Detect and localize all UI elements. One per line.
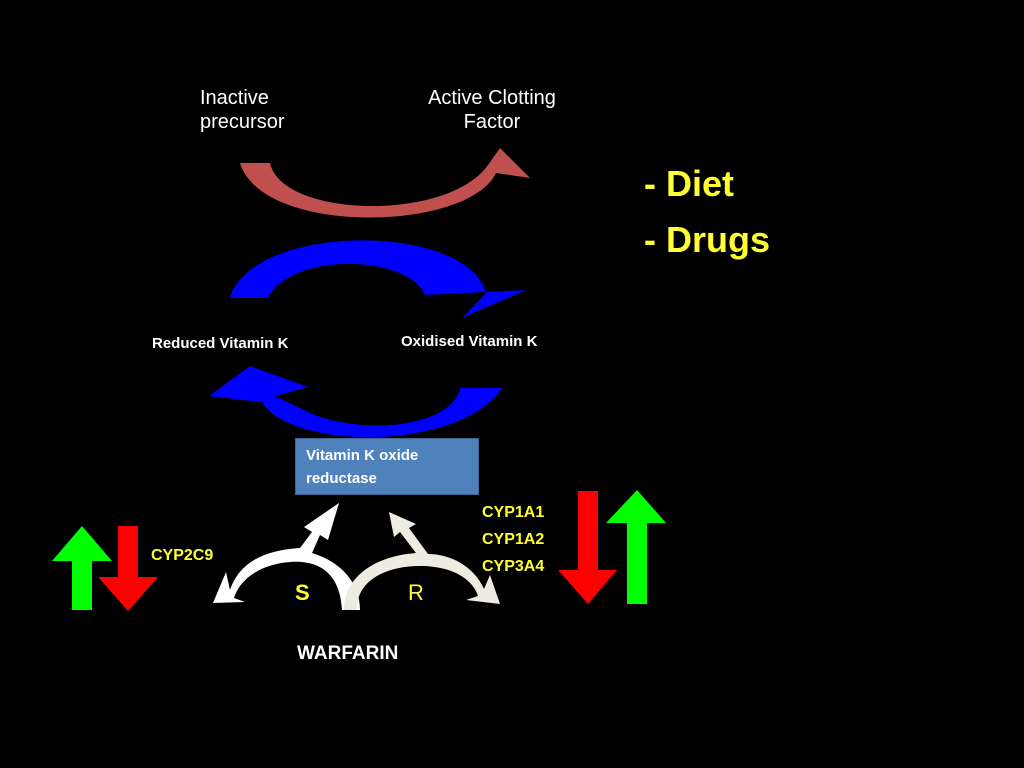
oxidised-vitamin-k-label: Oxidised Vitamin K [401, 333, 538, 350]
r-warfarin-arrow [344, 512, 500, 610]
r-enantiomer-label: R [408, 580, 424, 605]
clotting-factor-activation-arrow [240, 148, 530, 218]
vitamin-k-oxidation-arrow [230, 240, 526, 318]
cyp3a4-label: CYP3A4 [482, 558, 545, 575]
cyp2c9-label: CYP2C9 [151, 547, 214, 564]
down-arrow-icon [558, 491, 617, 604]
vitamin-k-reduction-arrow [209, 366, 502, 438]
s-enantiomer-label: S [295, 580, 310, 605]
down-arrow-icon [98, 526, 158, 611]
cyp1a2-label: CYP1A2 [482, 531, 545, 548]
warfarin-label: WARFARIN [297, 643, 399, 664]
diet-factor-label: - Diet [644, 163, 734, 204]
cyp1a1-label: CYP1A1 [482, 504, 545, 521]
s-warfarin-arrow [213, 503, 360, 610]
up-arrow-icon [52, 526, 112, 610]
up-arrow-icon [606, 490, 666, 604]
drugs-factor-label: - Drugs [644, 219, 770, 260]
reduced-vitamin-k-label: Reduced Vitamin K [152, 335, 289, 352]
